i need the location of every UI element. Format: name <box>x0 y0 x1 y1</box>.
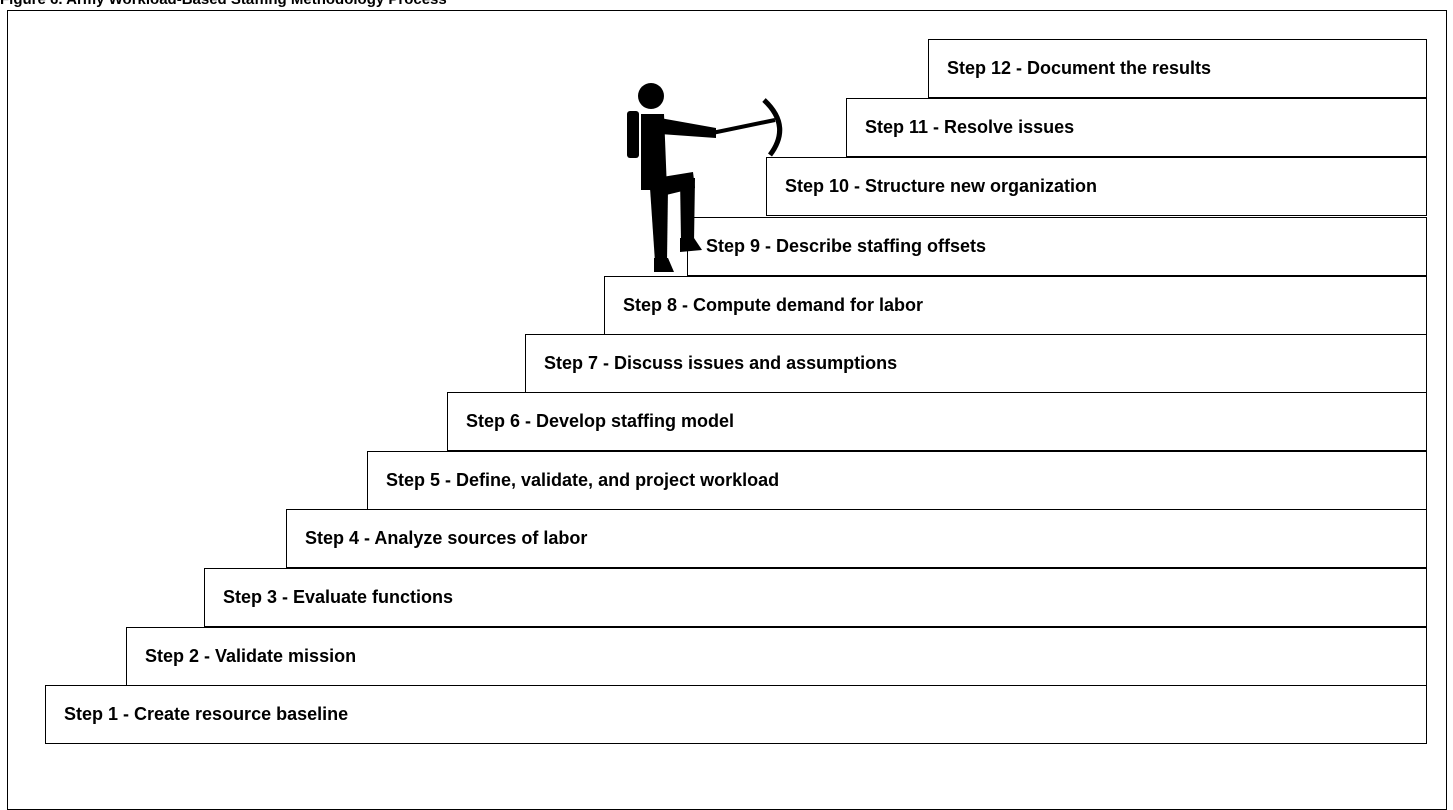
step-9: Step 9 - Describe staffing offsets <box>687 217 1427 276</box>
step-3-label: Step 3 - Evaluate functions <box>223 587 454 607</box>
step-10-label: Step 10 - Structure new organization <box>785 176 1098 196</box>
step-1: Step 1 - Create resource baseline <box>45 685 1427 744</box>
step-5-label: Step 5 - Define, validate, and project w… <box>386 470 780 490</box>
figure-caption: Figure 6. Army Workload-Based Staffing M… <box>0 0 447 9</box>
step-6-label: Step 6 - Develop staffing model <box>466 411 735 431</box>
step-9-label: Step 9 - Describe staffing offsets <box>706 236 987 256</box>
step-5: Step 5 - Define, validate, and project w… <box>367 451 1427 510</box>
step-6: Step 6 - Develop staffing model <box>447 392 1427 451</box>
step-12-label: Step 12 - Document the results <box>947 58 1212 78</box>
step-8: Step 8 - Compute demand for labor <box>604 276 1427 335</box>
step-12: Step 12 - Document the results <box>928 39 1427 98</box>
step-2: Step 2 - Validate mission <box>126 627 1427 686</box>
step-10: Step 10 - Structure new organization <box>766 157 1427 216</box>
step-7-label: Step 7 - Discuss issues and assumptions <box>544 353 898 373</box>
climber-with-pickaxe-icon <box>627 83 783 272</box>
step-8-label: Step 8 - Compute demand for labor <box>623 295 924 315</box>
step-4-label: Step 4 - Analyze sources of labor <box>305 528 588 548</box>
step-4: Step 4 - Analyze sources of labor <box>286 509 1427 568</box>
step-7: Step 7 - Discuss issues and assumptions <box>525 334 1427 393</box>
step-3: Step 3 - Evaluate functions <box>204 568 1427 627</box>
step-11-label: Step 11 - Resolve issues <box>865 117 1075 137</box>
step-1-label: Step 1 - Create resource baseline <box>64 704 349 724</box>
step-2-label: Step 2 - Validate mission <box>145 646 357 666</box>
step-11: Step 11 - Resolve issues <box>846 98 1427 157</box>
